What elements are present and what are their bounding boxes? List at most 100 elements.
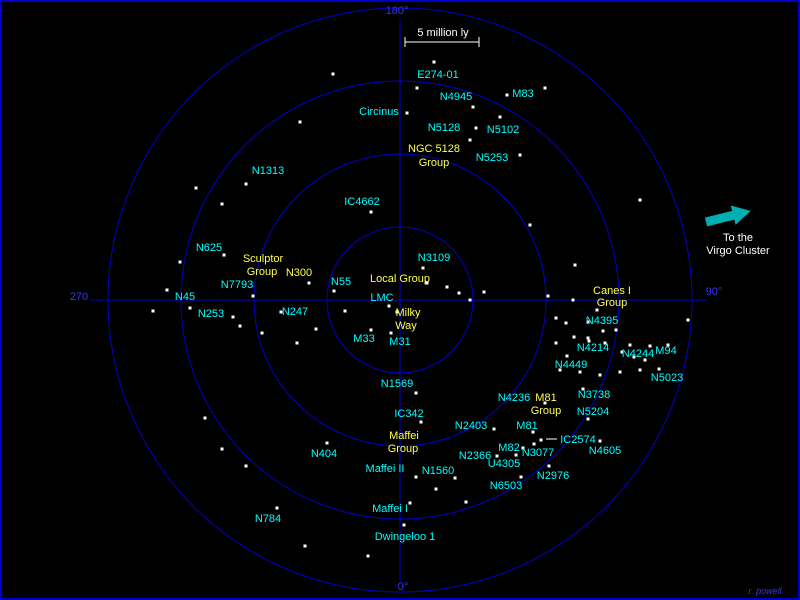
galaxy-dot	[203, 416, 207, 420]
galaxy-dot	[325, 441, 329, 445]
galaxy-label: N1313	[252, 165, 284, 177]
galaxy-dot	[457, 291, 461, 295]
galaxy-dot	[598, 439, 602, 443]
galaxy-dot	[238, 324, 242, 328]
galaxy-dot	[618, 370, 622, 374]
galaxy-dot	[564, 321, 568, 325]
galaxy-dot	[220, 202, 224, 206]
galaxy-dot	[331, 72, 335, 76]
galaxy-label: M82	[498, 442, 519, 454]
galaxy-dot	[414, 391, 418, 395]
galaxy-dot	[260, 331, 264, 335]
galaxy-dot	[514, 453, 518, 457]
galaxy-dot	[543, 86, 547, 90]
galaxy-dot	[244, 464, 248, 468]
galaxy-dot	[464, 500, 468, 504]
galaxy-dot	[554, 341, 558, 345]
galaxy-dot	[194, 186, 198, 190]
galaxy-dot	[387, 304, 391, 308]
distance-ring	[326, 226, 474, 374]
galaxy-label: N4449	[555, 359, 587, 371]
galaxy-label: U4305	[488, 458, 520, 470]
distance-ring	[253, 153, 547, 447]
galaxy-label: N253	[198, 308, 224, 320]
galaxy-dot	[178, 260, 182, 264]
galaxy-dot	[595, 308, 599, 312]
group-label: N300	[286, 267, 312, 279]
galaxy-label: M94	[655, 345, 676, 357]
galaxy-dot	[421, 266, 425, 270]
galaxy-dot	[547, 464, 551, 468]
galaxy-label: Dwingeloo 1	[375, 531, 436, 543]
galaxy-dot	[587, 339, 591, 343]
galaxy-dot	[432, 60, 436, 64]
axis-label: 180°	[386, 5, 409, 17]
galaxy-dot	[220, 447, 224, 451]
axis-label: 270	[70, 291, 88, 303]
group-label: Group	[419, 157, 450, 169]
galaxy-dot	[601, 329, 605, 333]
galaxy-dot	[231, 315, 235, 319]
galaxy-dot	[188, 306, 192, 310]
galaxy-label: N5102	[487, 124, 519, 136]
galaxy-dot	[303, 544, 307, 548]
galaxy-dot	[558, 368, 562, 372]
galaxy-label: M33	[353, 333, 374, 345]
galaxy-label: N625	[196, 242, 222, 254]
galaxy-dot	[222, 253, 226, 257]
galaxy-label: N2976	[537, 470, 569, 482]
galaxy-label: IC2574	[560, 434, 595, 446]
galaxy-label: N6503	[490, 480, 522, 492]
galaxy-dot	[468, 138, 472, 142]
axis-label: 90°	[706, 286, 723, 298]
galaxy-dot	[151, 309, 155, 313]
virgo-arrow-label: Virgo Cluster	[706, 245, 770, 257]
galaxy-label: N4605	[589, 445, 621, 457]
galaxy-label: N3077	[522, 447, 554, 459]
galaxy-dot	[425, 281, 429, 285]
galaxy-label: N784	[255, 513, 281, 525]
galaxy-dot	[408, 501, 412, 505]
galaxy-dot	[468, 298, 472, 302]
galaxy-label: E274-01	[417, 69, 459, 81]
galaxy-dot	[251, 294, 255, 298]
scale-bar-label: 5 million ly	[417, 27, 469, 39]
galaxy-dot	[395, 310, 399, 314]
galaxy-dot	[573, 263, 577, 267]
galaxy-dot	[686, 318, 690, 322]
galaxy-label: N3109	[418, 252, 450, 264]
galaxy-label: N5128	[428, 122, 460, 134]
galaxy-dot	[369, 328, 373, 332]
galaxy-label: M81	[516, 420, 537, 432]
galaxy-label: N1560	[422, 465, 454, 477]
galaxy-dot	[298, 120, 302, 124]
galaxy-label: N55	[331, 276, 351, 288]
galaxy-label: N4244	[622, 348, 654, 360]
galaxy-label: IC4662	[344, 196, 379, 208]
galaxy-label: N5023	[651, 372, 683, 384]
galaxy-label: N3738	[578, 389, 610, 401]
galaxy-dot	[632, 355, 636, 359]
galaxy-dot	[614, 328, 618, 332]
group-label: Group	[597, 297, 628, 309]
galaxy-label: N5204	[577, 406, 609, 418]
galaxy-dot	[471, 105, 475, 109]
group-label: Group	[531, 405, 562, 417]
galaxy-dot	[498, 115, 502, 119]
galaxy-dot	[295, 341, 299, 345]
galaxy-label: N4236	[498, 392, 530, 404]
galaxy-dot	[307, 281, 311, 285]
distance-ring	[180, 80, 620, 520]
galaxy-dot	[572, 335, 576, 339]
galaxy-dot	[643, 358, 647, 362]
galaxy-dot	[405, 111, 409, 115]
galaxy-dot	[505, 93, 509, 97]
group-label: Group	[388, 443, 419, 455]
galaxy-dot	[539, 438, 543, 442]
galaxy-dot	[528, 223, 532, 227]
galaxy-label: M31	[389, 336, 410, 348]
galaxy-dot	[565, 354, 569, 358]
galaxy-dot	[474, 126, 478, 130]
galaxy-dot	[275, 506, 279, 510]
